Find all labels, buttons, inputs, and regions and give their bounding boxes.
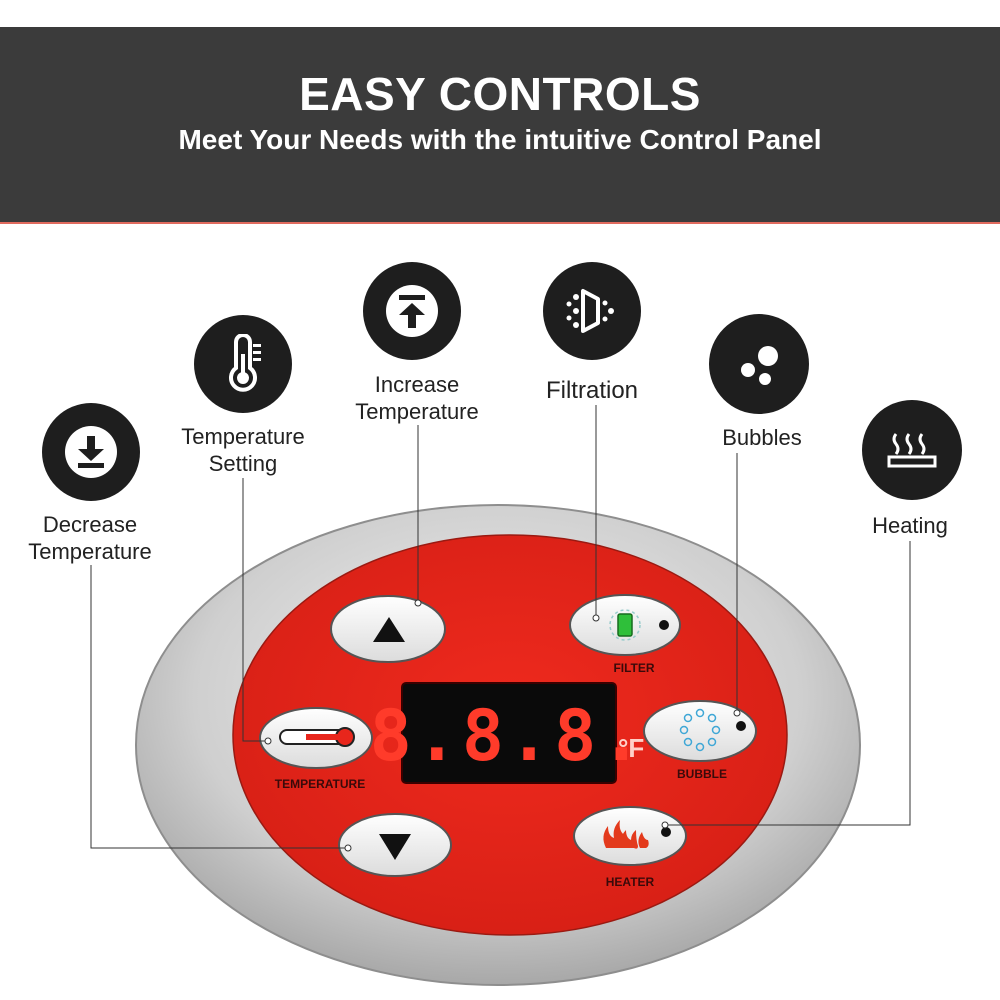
decrease-temperature-label: Decrease Temperature — [28, 512, 152, 564]
filtration-icon — [543, 262, 641, 360]
temperature-connector — [242, 478, 268, 742]
heater-button-label: HEATER — [606, 875, 655, 889]
heat-waves-icon — [862, 400, 962, 500]
bubble-ring-icon — [679, 708, 721, 752]
flame-icon — [603, 820, 649, 849]
bubbles-icon — [709, 314, 809, 414]
unit-label: °F — [618, 733, 644, 763]
increase-temperature-button[interactable] — [330, 595, 446, 663]
filter-indicator-dot — [659, 620, 669, 630]
filter-button[interactable] — [569, 594, 681, 656]
increase-temperature-label: Increase Temperature — [355, 372, 479, 424]
bubble-button-label: BUBBLE — [677, 767, 727, 781]
bubbles-label: Bubbles — [722, 425, 802, 450]
down-arrow-icon — [379, 834, 411, 860]
callout-lines — [90, 405, 911, 852]
led-digits: 8.8.8. — [370, 695, 647, 777]
heater-indicator-dot — [661, 827, 671, 837]
led-display: 8.8.8. — [370, 682, 647, 784]
filtration-label: Filtration — [545, 377, 639, 404]
bubble-indicator-dot — [736, 721, 746, 731]
temperature-setting-label: Temperature Setting — [181, 424, 305, 476]
decrease-connector — [90, 565, 348, 849]
thermometer-button-icon — [279, 727, 355, 747]
temperature-button-label: TEMPERATURE — [275, 777, 365, 791]
header-banner: EASY CONTROLS Meet Your Needs with the i… — [0, 27, 1000, 224]
temperature-button[interactable] — [259, 707, 373, 769]
thermometer-icon — [194, 315, 292, 413]
heating-label: Heating — [872, 513, 948, 538]
bubble-button[interactable] — [643, 700, 757, 762]
up-arrow-icon — [373, 617, 405, 642]
heater-button[interactable] — [573, 806, 687, 866]
heating-connector — [665, 541, 911, 826]
filter-button-label: FILTER — [613, 661, 654, 675]
decrease-temperature-button[interactable] — [338, 813, 452, 877]
increase-temperature-icon — [363, 262, 461, 360]
page-title: EASY CONTROLS — [299, 68, 701, 120]
filter-button-icon — [609, 609, 641, 641]
decrease-temperature-icon — [42, 403, 140, 501]
page-subtitle: Meet Your Needs with the intuitive Contr… — [178, 124, 822, 155]
